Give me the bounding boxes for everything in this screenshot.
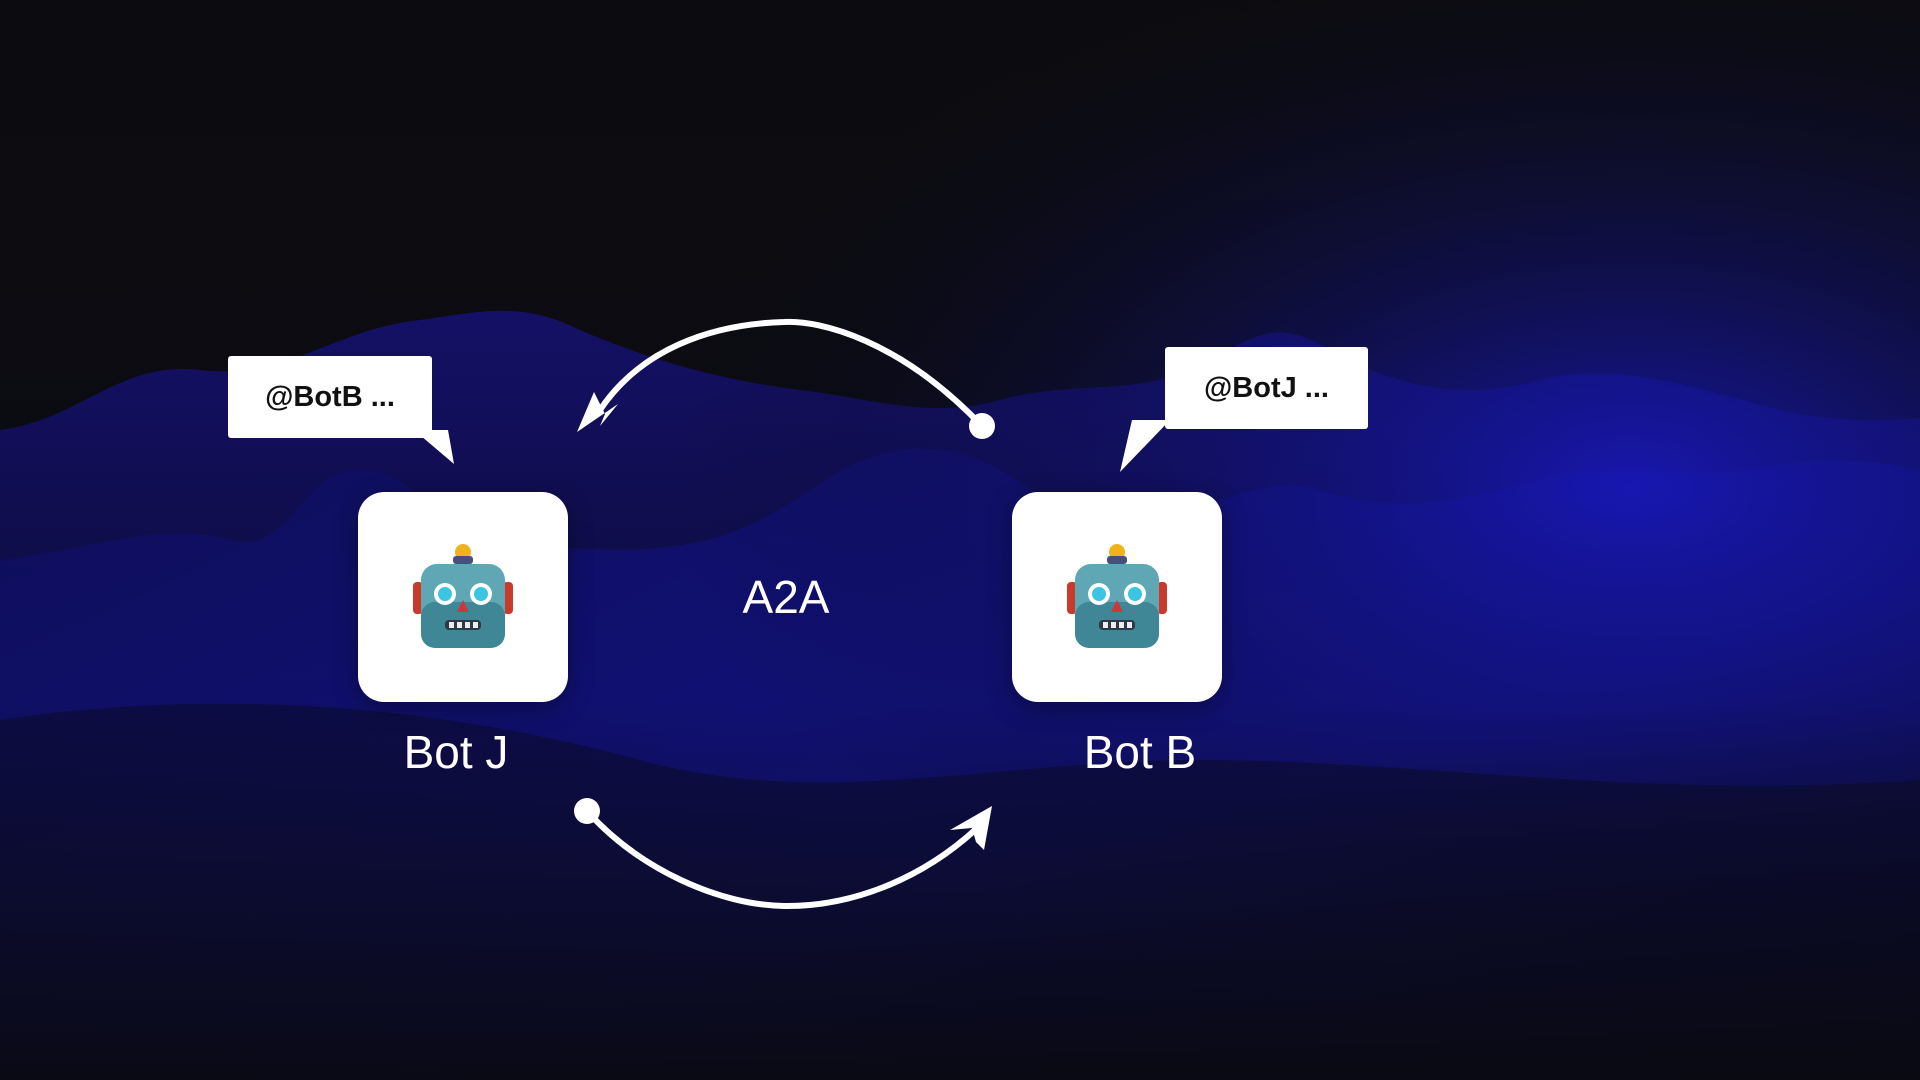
arrow-head	[577, 392, 618, 432]
protocol-label: A2A	[742, 571, 830, 623]
curved-arrow-icon	[584, 808, 978, 910]
speech-bubble-botb: @BotJ ...	[1165, 347, 1368, 429]
bot-b-label: Bot B	[1083, 726, 1197, 778]
arrow-head	[950, 806, 992, 850]
speech-bubble-botj: @BotB ...	[228, 356, 432, 438]
curved-arrow-icon	[597, 318, 985, 429]
bubble-tail-botb	[1120, 420, 1170, 472]
robot-face-icon	[1067, 544, 1167, 648]
message-text-botb: @BotJ ...	[1204, 371, 1329, 404]
robot-face-icon	[413, 544, 513, 648]
bot-j-tile	[358, 492, 568, 702]
arrow-botb-to-botj	[577, 318, 995, 439]
bot-j-label: Bot J	[403, 726, 509, 778]
bubble-tail-botj	[414, 430, 454, 464]
message-text-botj: @BotB ...	[265, 380, 395, 413]
arrow-botj-to-botb	[574, 798, 992, 910]
bot-b-tile	[1012, 492, 1222, 702]
